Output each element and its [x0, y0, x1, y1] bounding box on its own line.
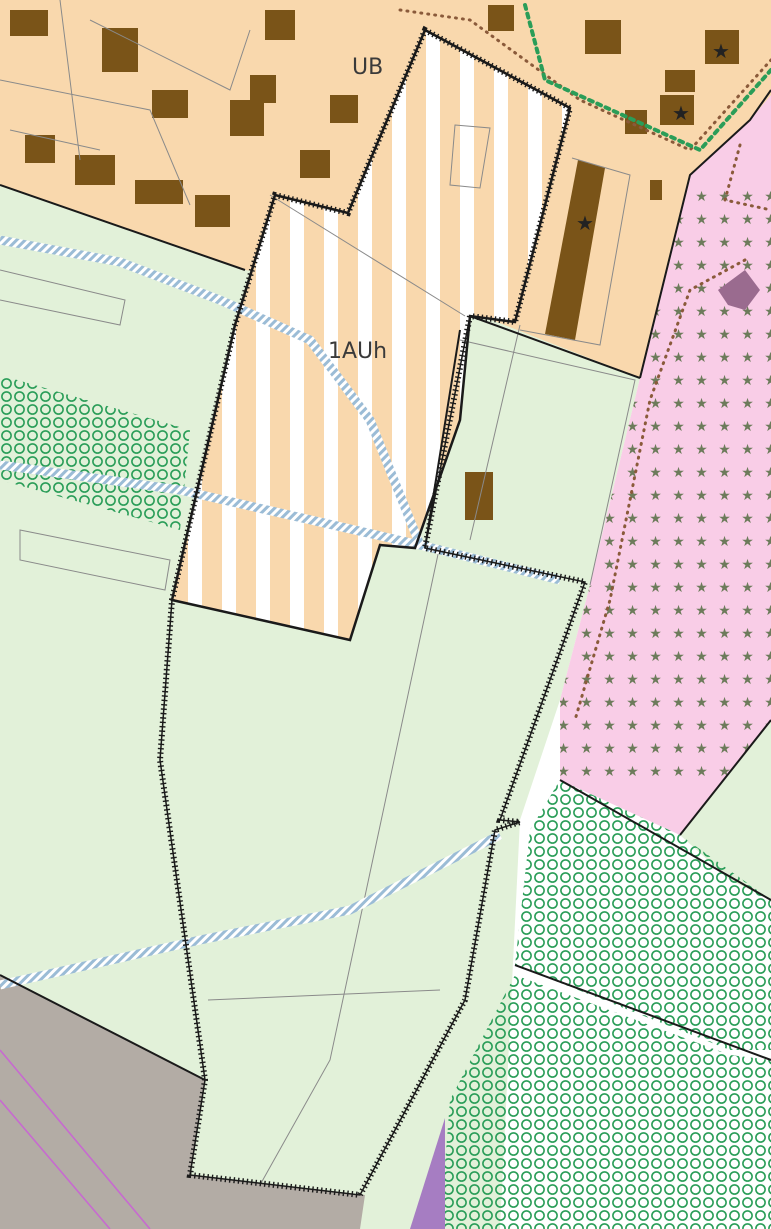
- violet-lines: [0, 1049, 151, 1229]
- parcel-lines: [0, 0, 641, 1186]
- svg-text:★: ★: [712, 39, 730, 63]
- buildings: [10, 5, 760, 520]
- dotted-boundaries: [398, 3, 771, 722]
- zone-borders: [0, 89, 771, 1081]
- label-ub: UB: [352, 55, 383, 80]
- svg-text:★: ★: [576, 211, 594, 235]
- zone-1auh[interactable]: [172, 30, 570, 640]
- woodland-south: [440, 975, 771, 1229]
- violet-triangle: [410, 1118, 445, 1229]
- svg-text:★: ★: [672, 101, 690, 125]
- woodland-west-symbols: [0, 375, 190, 530]
- grey-zone: [0, 975, 365, 1229]
- protected-building-stars: ★ ★ ★: [576, 39, 730, 235]
- label-1auh: 1AUh: [328, 339, 387, 364]
- woodland-east: [515, 780, 771, 1050]
- project-perimeter-line: [159, 28, 586, 1196]
